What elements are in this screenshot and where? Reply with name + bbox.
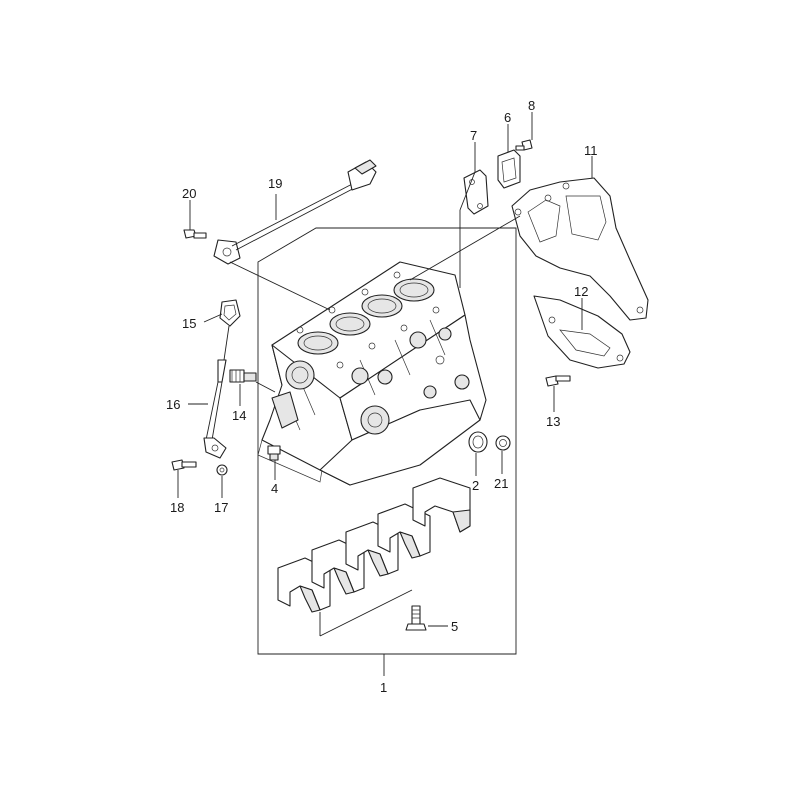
bolt-20: [183, 229, 207, 239]
cap-bolt: [405, 605, 427, 631]
bracket-6: [497, 149, 521, 189]
cover-plate: [533, 295, 631, 369]
callout-11: 11: [584, 143, 598, 158]
rear-plate: [511, 177, 649, 321]
callout-5: 5: [451, 619, 458, 634]
callout-13: 13: [546, 414, 560, 429]
callout-7: 7: [470, 128, 477, 143]
oil-level-gauge: [219, 299, 241, 361]
assembly-frame: [257, 227, 517, 655]
callout-17: 17: [214, 500, 228, 515]
callout-1: 1: [380, 680, 387, 695]
leader-lines: [177, 112, 593, 676]
oil-gauge-guide: [203, 359, 227, 459]
callout-2: 2: [472, 478, 479, 493]
oil-pressure-switch: [229, 369, 257, 383]
drain-plug: [267, 445, 281, 461]
washer-21: [495, 435, 511, 451]
callout-14: 14: [232, 408, 246, 423]
bolt-13: [545, 375, 571, 387]
callout-16: 16: [166, 397, 180, 412]
callout-21: 21: [494, 476, 508, 491]
bolt-18: [171, 459, 197, 471]
knock-sensor: [213, 159, 377, 265]
callout-12: 12: [574, 284, 588, 299]
callout-20: 20: [182, 186, 196, 201]
callout-6: 6: [504, 110, 511, 125]
callout-15: 15: [182, 316, 196, 331]
callout-18: 18: [170, 500, 184, 515]
callout-4: 4: [271, 481, 278, 496]
main-bearing-caps: [277, 477, 471, 613]
clip-17: [216, 464, 228, 476]
callout-labels: 1 2 4 5 6 7 8 11 12 13 14 15 16 17 18 19…: [166, 98, 598, 695]
bolt-8: [515, 139, 533, 151]
gasket-7: [463, 169, 489, 215]
callout-8: 8: [528, 98, 535, 113]
cylinder-block: [257, 261, 487, 486]
oil-seal: [468, 431, 488, 453]
callout-19: 19: [268, 176, 282, 191]
